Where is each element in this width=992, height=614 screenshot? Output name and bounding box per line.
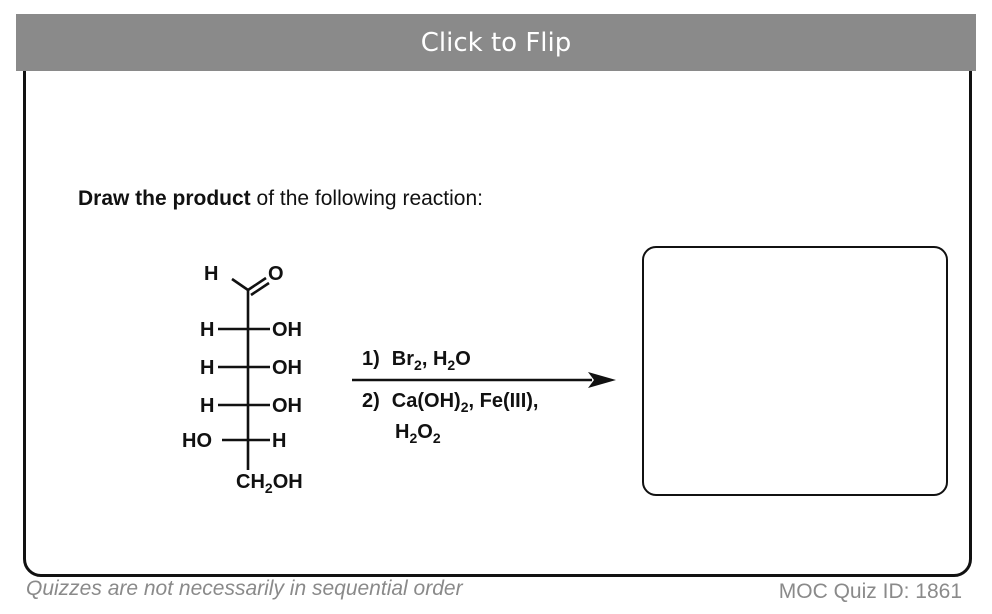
row4-right-label: H bbox=[272, 430, 286, 452]
aldehyde-o-label: O bbox=[268, 263, 284, 285]
row2-right-label: OH bbox=[272, 357, 302, 379]
condition-step-2-peroxide: H2O2 bbox=[395, 421, 441, 446]
row3-right-label: OH bbox=[272, 395, 302, 417]
reaction-arrow bbox=[352, 372, 616, 388]
row1-right-label: OH bbox=[272, 319, 302, 341]
condition-step-2: 2)Ca(OH)2, Fe(III), bbox=[362, 390, 538, 415]
question-rest: of the following reaction: bbox=[250, 187, 483, 210]
question-bold: Draw the product bbox=[78, 187, 251, 210]
row2-left-label: H bbox=[200, 357, 214, 379]
flip-button-label: Click to Flip bbox=[420, 27, 572, 58]
answer-box[interactable] bbox=[642, 246, 948, 496]
sequence-disclaimer: Quizzes are not necessarily in sequentia… bbox=[26, 577, 463, 600]
aldehyde-co-bond bbox=[247, 276, 267, 292]
condition-step-1: 1)Br2, H2O bbox=[362, 348, 471, 373]
row1-left-label: H bbox=[200, 319, 214, 341]
arrow-head bbox=[588, 372, 616, 388]
flip-button[interactable]: Click to Flip bbox=[16, 14, 976, 71]
row3-left-label: H bbox=[200, 395, 214, 417]
bottom-group-label: CH2OH bbox=[236, 471, 303, 496]
aldehyde-h-label: H bbox=[204, 263, 218, 285]
aldehyde-co-double-bond bbox=[250, 281, 270, 297]
quiz-id: MOC Quiz ID: 1861 bbox=[778, 580, 962, 603]
question-text: Draw the product of the following reacti… bbox=[78, 187, 483, 211]
aldehyde-ch-bond bbox=[231, 277, 249, 292]
row4-left-label: HO bbox=[182, 430, 212, 452]
fischer-projection bbox=[218, 276, 270, 470]
